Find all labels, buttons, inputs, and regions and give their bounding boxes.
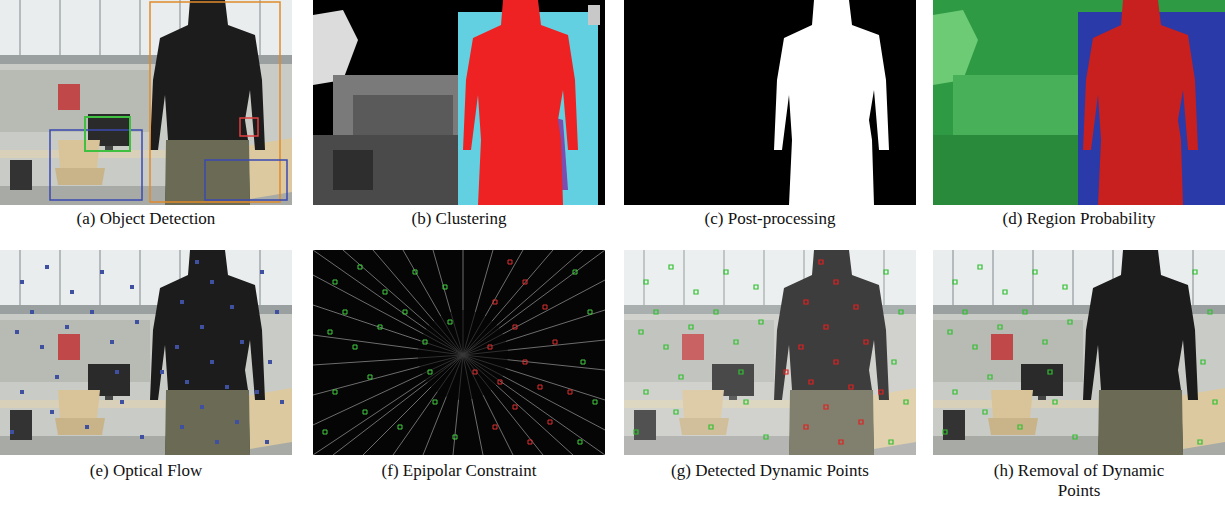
- image-panel: (c) Post-processing: [624, 0, 916, 231]
- image-panel: (b) Clustering: [313, 0, 605, 231]
- image-panel: (h) Removal of Dynamic Points: [933, 250, 1225, 504]
- panel-caption: (a) Object Detection: [0, 209, 292, 229]
- panel-caption: (h) Removal of Dynamic Points: [979, 461, 1179, 502]
- image-panel: (d) Region Probability: [933, 0, 1225, 231]
- panel-caption: (g) Detected Dynamic Points: [624, 461, 916, 481]
- panel-caption: (d) Region Probability: [933, 209, 1225, 229]
- panel-caption: (f) Epipolar Constraint: [313, 461, 605, 481]
- panel-caption: (b) Clustering: [313, 209, 605, 229]
- panel-caption: (e) Optical Flow: [0, 461, 292, 481]
- image-panel: (a) Object Detection: [0, 0, 292, 231]
- panel-caption: (c) Post-processing: [624, 209, 916, 229]
- image-panel: (e) Optical Flow: [0, 250, 292, 483]
- image-panel: (f) Epipolar Constraint: [313, 250, 605, 483]
- image-panel: (g) Detected Dynamic Points: [624, 250, 916, 483]
